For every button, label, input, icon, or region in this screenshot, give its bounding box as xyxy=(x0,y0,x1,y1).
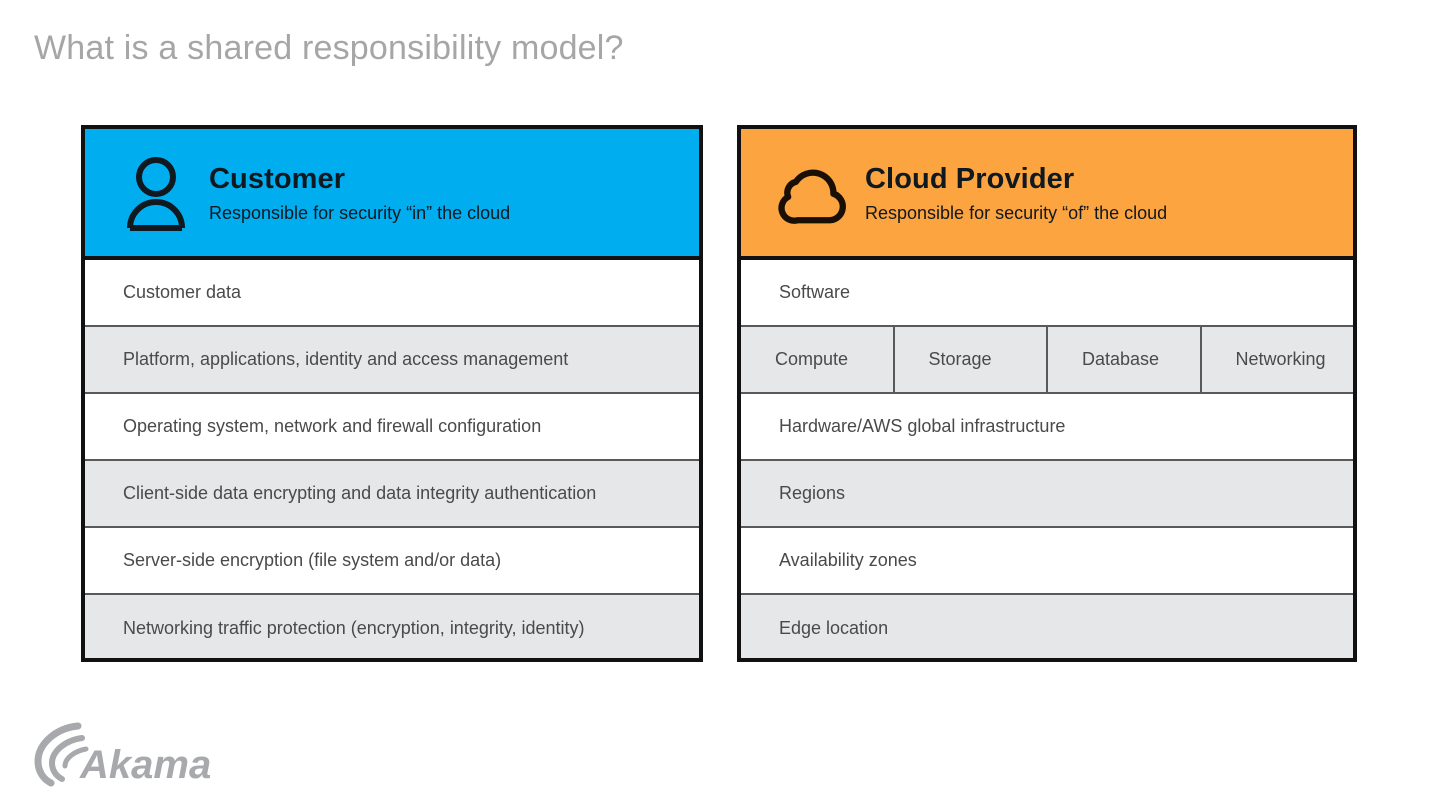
panel-cloud-provider-header: Cloud Provider Responsible for security … xyxy=(741,129,1353,260)
panel-cloud-provider-header-text: Cloud Provider Responsible for security … xyxy=(865,162,1167,224)
panel-customer-subtitle: Responsible for security “in” the cloud xyxy=(209,202,511,223)
row-label: Networking traffic protection (encryptio… xyxy=(123,618,585,638)
cloud-icon xyxy=(775,151,849,235)
table-row: Hardware/AWS global infrastructure xyxy=(741,394,1353,461)
table-row-split: Compute Storage Database Networking xyxy=(741,327,1353,394)
row-label: Availability zones xyxy=(779,550,917,570)
person-icon xyxy=(119,151,193,235)
cell-label: Compute xyxy=(775,349,849,369)
akamai-logo: Akamai xyxy=(30,716,223,788)
row-label: Edge location xyxy=(779,618,889,638)
panel-customer-title: Customer xyxy=(209,162,346,195)
cell-label: Networking xyxy=(1235,349,1326,369)
table-row: Edge location xyxy=(741,595,1353,658)
table-row: Platform, applications, identity and acc… xyxy=(85,327,699,394)
cell-label: Storage xyxy=(928,349,992,369)
row-label: Client-side data encrypting and data int… xyxy=(123,483,597,503)
panel-cloud-provider-rows: Software Compute Storage Database Networ… xyxy=(741,260,1353,658)
table-cell: Storage xyxy=(895,327,1048,392)
panel-customer-header: Customer Responsible for security “in” t… xyxy=(85,129,699,260)
row-label: Hardware/AWS global infrastructure xyxy=(779,416,1066,436)
row-label: Regions xyxy=(779,483,846,503)
table-row: Networking traffic protection (encryptio… xyxy=(85,595,699,658)
panel-cloud-provider-subtitle: Responsible for security “of” the cloud xyxy=(865,202,1168,223)
row-label: Software xyxy=(779,282,851,302)
panel-customer-header-text: Customer Responsible for security “in” t… xyxy=(209,162,510,224)
akamai-wordmark: Akamai xyxy=(79,743,210,787)
table-row: Customer data xyxy=(85,260,699,327)
table-cell: Networking xyxy=(1202,327,1354,392)
table-row: Software xyxy=(741,260,1353,327)
table-cell: Compute xyxy=(741,327,895,392)
row-label: Customer data xyxy=(123,282,242,302)
table-row: Availability zones xyxy=(741,528,1353,595)
table-row: Client-side data encrypting and data int… xyxy=(85,461,699,528)
panel-customer-rows: Customer data Platform, applications, id… xyxy=(85,260,699,658)
table-row: Regions xyxy=(741,461,1353,528)
page-title: What is a shared responsibility model? xyxy=(34,29,624,67)
panel-cloud-provider: Cloud Provider Responsible for security … xyxy=(737,125,1357,662)
table-row: Operating system, network and firewall c… xyxy=(85,394,699,461)
table-row: Server-side encryption (file system and/… xyxy=(85,528,699,595)
table-cell: Database xyxy=(1048,327,1202,392)
panel-customer: Customer Responsible for security “in” t… xyxy=(81,125,703,662)
row-label: Operating system, network and firewall c… xyxy=(123,416,542,436)
cell-label: Database xyxy=(1082,349,1160,369)
row-label: Platform, applications, identity and acc… xyxy=(123,349,569,369)
panel-cloud-provider-title: Cloud Provider xyxy=(865,162,1075,195)
row-label: Server-side encryption (file system and/… xyxy=(123,550,502,570)
